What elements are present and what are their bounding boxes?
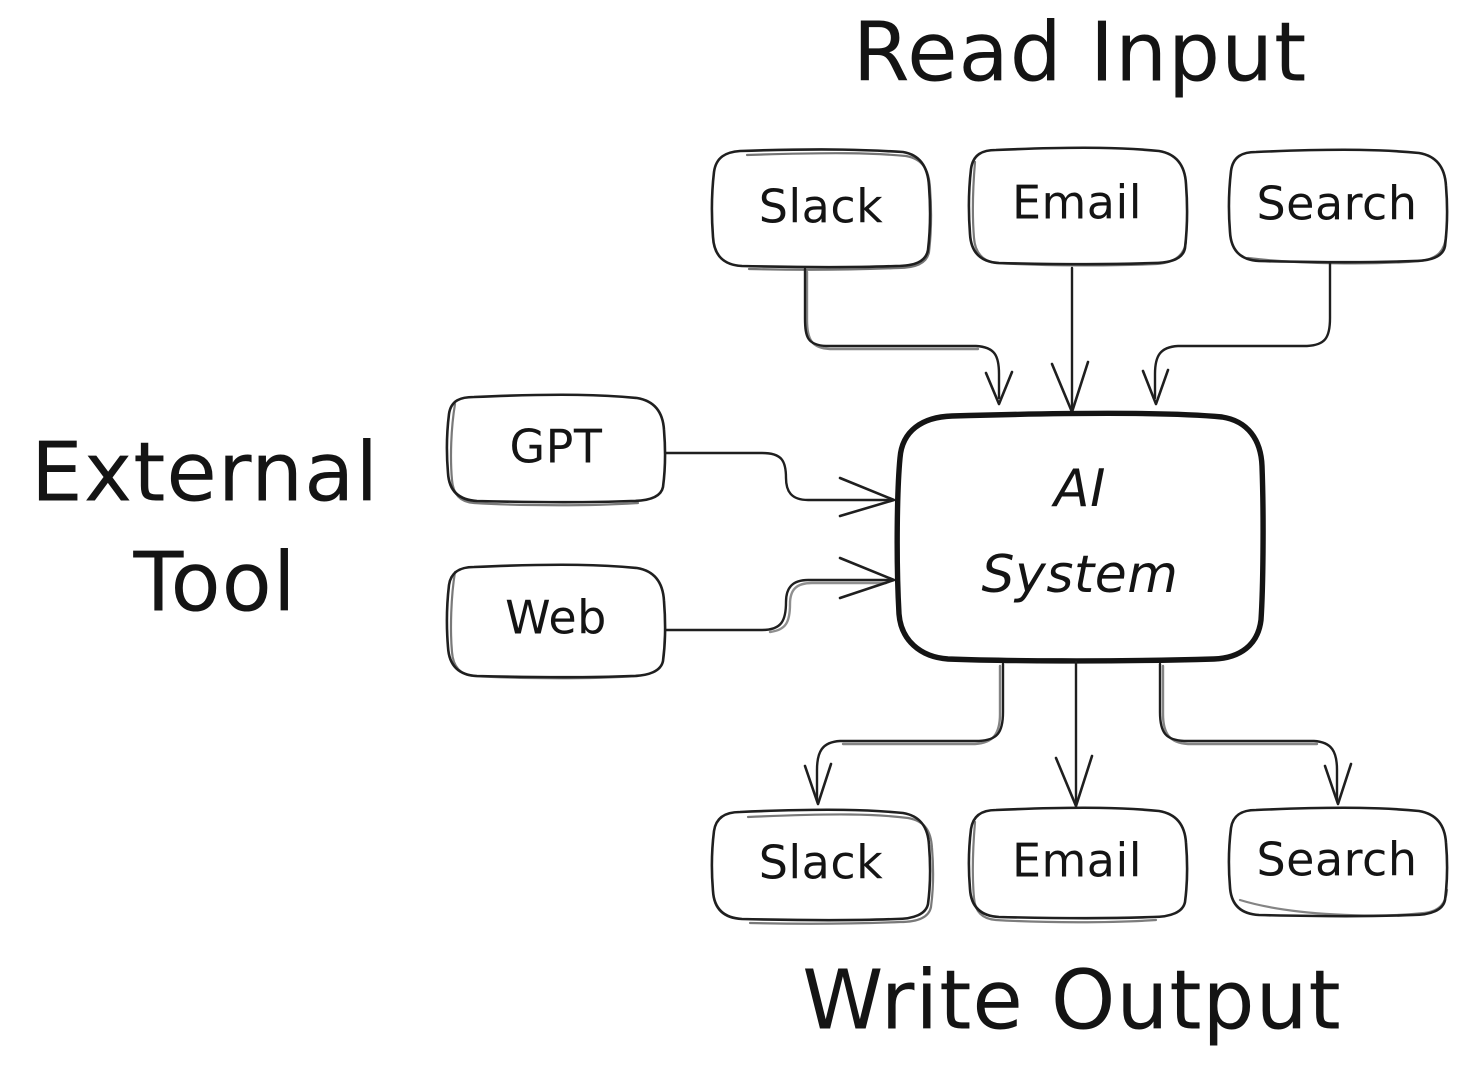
group-title-external-tool-line2: Tool [132, 535, 296, 630]
node-tool-gpt[interactable]: GPT [445, 393, 667, 507]
node-input-email[interactable]: Email [967, 146, 1189, 267]
node-input-slack[interactable]: Slack [710, 148, 933, 271]
node-output-email[interactable]: Email [967, 806, 1189, 924]
node-tool-web-label: Web [505, 591, 607, 645]
node-ai-system-label-line2: System [982, 545, 1179, 605]
node-input-email-label: Email [1012, 176, 1142, 230]
group-title-read-input: Read Input [853, 5, 1307, 100]
node-output-slack[interactable]: Slack [710, 808, 935, 925]
node-input-search[interactable]: Search [1227, 148, 1449, 265]
node-tool-gpt-label: GPT [510, 420, 603, 474]
arrow-web-to-ai [664, 556, 896, 634]
arrow-slack-to-ai [803, 267, 1014, 406]
arrow-search-to-ai [1141, 261, 1332, 406]
arrow-ai-to-search [1158, 662, 1353, 806]
node-input-search-label: Search [1256, 177, 1417, 231]
arrow-ai-to-slack [803, 662, 1005, 806]
node-tool-web[interactable]: Web [445, 563, 667, 680]
node-output-search-label: Search [1256, 833, 1417, 887]
node-ai-system-label-line1: AI [1051, 459, 1106, 519]
node-input-slack-label: Slack [759, 180, 884, 234]
node-output-email-label: Email [1012, 834, 1142, 888]
node-ai-system[interactable]: AI System [894, 410, 1266, 664]
arrow-ai-to-email [1054, 660, 1094, 808]
group-title-external-tool-line1: External [31, 425, 379, 520]
node-output-search[interactable]: Search [1227, 806, 1449, 918]
arrow-gpt-to-ai [664, 451, 896, 518]
group-title-write-output: Write Output [802, 953, 1341, 1048]
arrow-email-to-ai [1050, 266, 1090, 414]
node-output-slack-label: Slack [759, 836, 884, 890]
